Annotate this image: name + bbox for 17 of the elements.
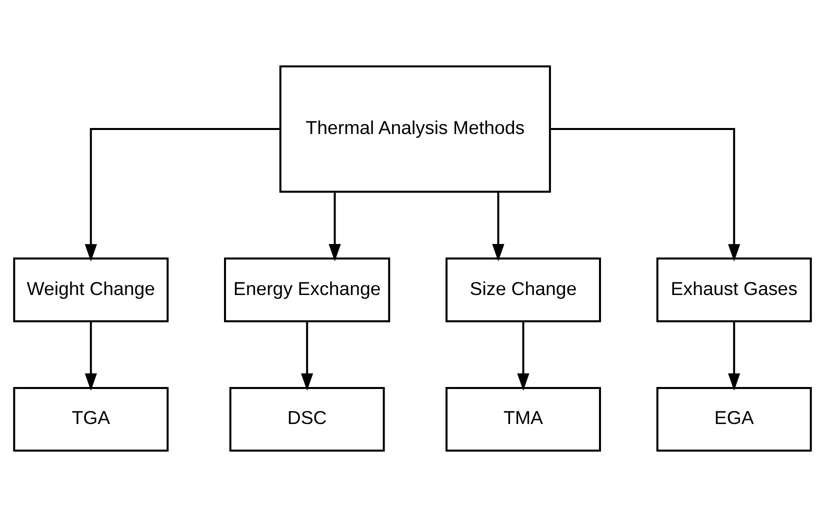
node-box: EGA <box>656 386 812 452</box>
node-box: TMA <box>446 386 601 452</box>
node-box: Exhaust Gases <box>656 257 812 322</box>
node-box: TGA <box>13 386 169 452</box>
arrow <box>84 321 97 390</box>
node-box: Energy Exchange <box>224 257 390 322</box>
arrow <box>301 321 314 390</box>
arrow <box>328 192 341 261</box>
node-box: Weight Change <box>13 257 169 322</box>
node-box: Thermal Analysis Methods <box>279 64 551 192</box>
node-box: Size Change <box>446 257 601 322</box>
arrow <box>84 128 280 261</box>
arrow <box>550 128 740 261</box>
arrow <box>517 321 530 390</box>
arrow <box>728 321 740 390</box>
node-box: DSC <box>229 386 385 452</box>
arrow <box>492 192 504 261</box>
